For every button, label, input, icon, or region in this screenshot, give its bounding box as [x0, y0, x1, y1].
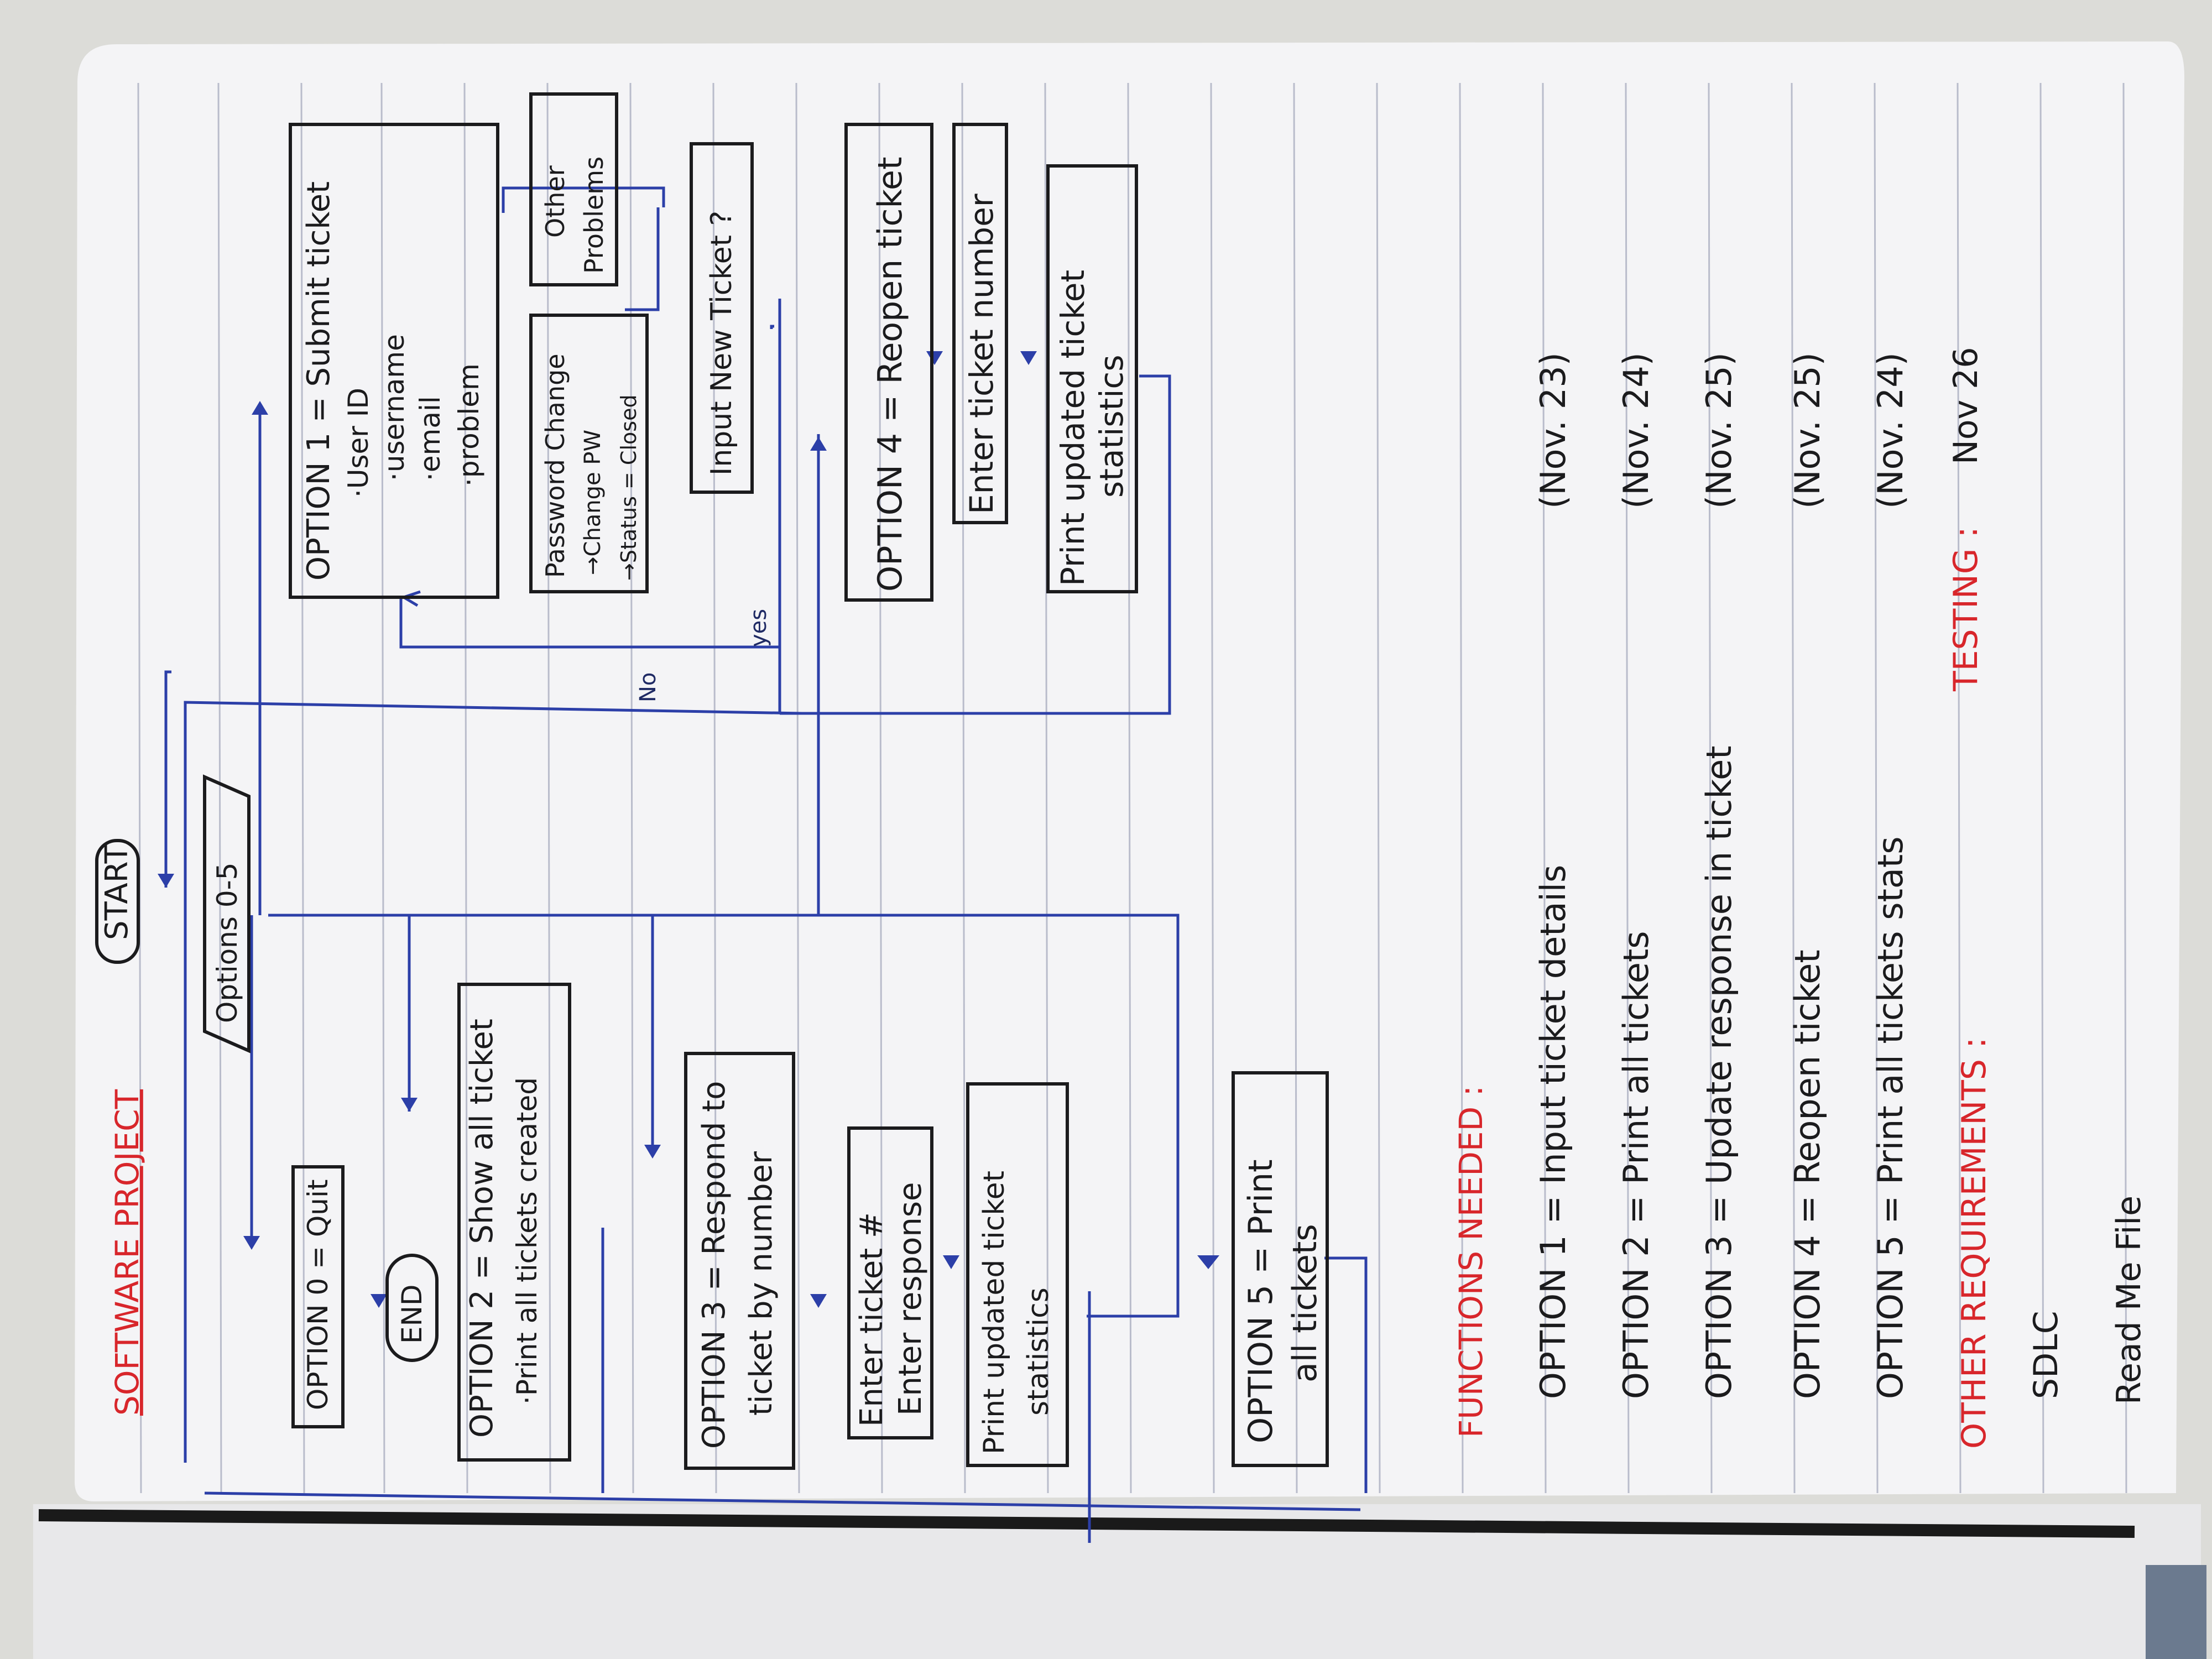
function-item-3-date: (Nov. 25)	[1699, 352, 1739, 509]
option1-box	[289, 123, 499, 599]
requirement-item-2: Read Me File	[2110, 1196, 2148, 1405]
function-item-5-date: (Nov. 24)	[1870, 352, 1911, 509]
other-problems-line2: Problems	[579, 156, 609, 274]
notebook-edge	[38, 1509, 2135, 1538]
arrowhead-icon	[644, 1145, 661, 1159]
option4-label: OPTION 4 = Reopen ticket	[871, 157, 910, 592]
end-label: END	[396, 1285, 428, 1344]
arrowhead-icon	[158, 874, 174, 888]
arrowhead-icon	[243, 1236, 260, 1250]
flow-arrowheads	[158, 351, 1219, 1308]
enter-ticket-line1: Enter ticket #	[854, 1212, 890, 1427]
flowchart-text: SOFTWARE PROJECT START Options 0-5 OPTIO…	[99, 156, 1324, 1454]
notebook-cover-corner	[2146, 1565, 2206, 1659]
option1-title: OPTION 1 = Submit ticket	[301, 181, 337, 581]
enter-ticket-box	[847, 1126, 933, 1439]
option3-line2: ticket by number	[743, 1151, 779, 1416]
functions-section: FUNCTIONS NEEDED : OPTION 1 = Input tick…	[1452, 352, 1911, 1438]
print-updated-2-line2: statistics	[1093, 354, 1130, 498]
option2-line1: OPTION 2 = Show all ticket	[464, 1019, 500, 1438]
requirement-item-1: SDLC	[2027, 1311, 2065, 1399]
testing-date: Nov 26	[1947, 347, 1985, 465]
bottom-return-line	[204, 1491, 1361, 1511]
function-item-1: OPTION 1 = Input ticket details	[1533, 865, 1573, 1399]
problem-branch-line	[502, 186, 665, 213]
end-box	[385, 1254, 439, 1362]
function-item-4-date: (Nov. 25)	[1787, 352, 1828, 509]
function-item-1-date: (Nov. 23)	[1533, 352, 1573, 509]
main-return-loop	[184, 701, 802, 1463]
option3-box	[684, 1052, 795, 1470]
arrowhead-icon	[252, 401, 268, 415]
enter-number-label: Enter ticket number	[963, 194, 1000, 514]
option1-exit-line	[399, 597, 780, 649]
print-updated-box-2	[1046, 164, 1138, 593]
enter-ticket-line2: Enter response	[893, 1182, 928, 1416]
print-updated-2-line1: Print updated ticket	[1054, 270, 1092, 586]
function-item-4: OPTION 4 = Reopen ticket	[1787, 950, 1828, 1399]
arrowhead-icon	[810, 1294, 827, 1308]
flow-boxes	[95, 92, 1329, 1470]
functions-heading: FUNCTIONS NEEDED :	[1452, 1086, 1490, 1438]
option2-line2: ·Print all tickets created	[511, 1077, 543, 1405]
option5-line2: all tickets	[1286, 1224, 1324, 1383]
arrowhead-icon	[810, 437, 827, 451]
option0-label: OPTION 0 = Quit	[302, 1180, 334, 1410]
yes-label: yes	[746, 609, 771, 647]
option4-box	[844, 123, 933, 602]
password-change-line2: →Change PW	[580, 430, 606, 575]
password-change-box	[529, 314, 649, 593]
print2-return-line	[780, 374, 1171, 715]
testing-label: TESTING :	[1947, 526, 1985, 692]
start-label: START	[99, 844, 135, 940]
arrowhead-icon	[943, 1255, 959, 1269]
arrowhead-icon	[401, 1098, 418, 1112]
arrowhead-icon	[371, 1294, 387, 1308]
option5-box	[1232, 1071, 1329, 1467]
input-new-ticket-box	[690, 142, 754, 494]
option0-box	[291, 1165, 345, 1428]
start-to-options-line	[164, 670, 171, 888]
option1-item-userid: ·User ID	[342, 388, 374, 498]
option-branch-line	[268, 914, 1180, 1318]
options-label: Options 0-5	[211, 863, 243, 1023]
print-updated-1-line1: Print updated ticket	[978, 1171, 1011, 1454]
password-join-line	[625, 207, 660, 311]
page-title: SOFTWARE PROJECT	[108, 1089, 146, 1416]
option5-out-line	[1324, 1256, 1368, 1493]
print-updated-box-1	[966, 1082, 1069, 1467]
option3-line1: OPTION 3 = Respond to	[696, 1081, 732, 1449]
no-label: No	[635, 672, 661, 702]
other-problems-box	[529, 92, 618, 286]
arrowhead-icon	[1197, 1255, 1219, 1269]
option1-item-email: ·email	[414, 396, 446, 481]
enter-number-box	[952, 123, 1008, 524]
function-item-3: OPTION 3 = Update response in ticket	[1699, 745, 1739, 1399]
ruled-lines	[137, 82, 2127, 1494]
start-box	[95, 839, 140, 964]
option5-line1: OPTION 5 = Print	[1241, 1159, 1280, 1443]
arrowhead-icon	[1020, 351, 1037, 365]
input-new-ticket-label: Input New Ticket ?	[705, 211, 738, 476]
password-change-line3: →Status = Closed	[617, 394, 641, 581]
other-problems-line1: Other	[540, 165, 570, 238]
option2-box	[457, 983, 571, 1462]
function-item-2: OPTION 2 = Print all tickets	[1616, 931, 1656, 1399]
option1-item-problem: ·problem	[453, 363, 485, 487]
requirements-section: OTHER REQUIREMENTS : TESTING : Nov 26 SD…	[1947, 347, 2148, 1449]
flow-connectors	[164, 186, 1368, 1543]
password-change-line1: Password Change	[540, 353, 570, 578]
new-ticket-join	[770, 325, 774, 329]
print-updated-1-line2: statistics	[1022, 1287, 1055, 1416]
function-item-5: OPTION 5 = Print all tickets stats	[1870, 836, 1911, 1399]
options-parallelogram	[203, 774, 251, 1053]
requirements-heading: OTHER REQUIREMENTS :	[1955, 1037, 1994, 1449]
function-item-2-date: (Nov. 24)	[1616, 352, 1656, 509]
option1-item-username: ·username	[378, 334, 410, 481]
